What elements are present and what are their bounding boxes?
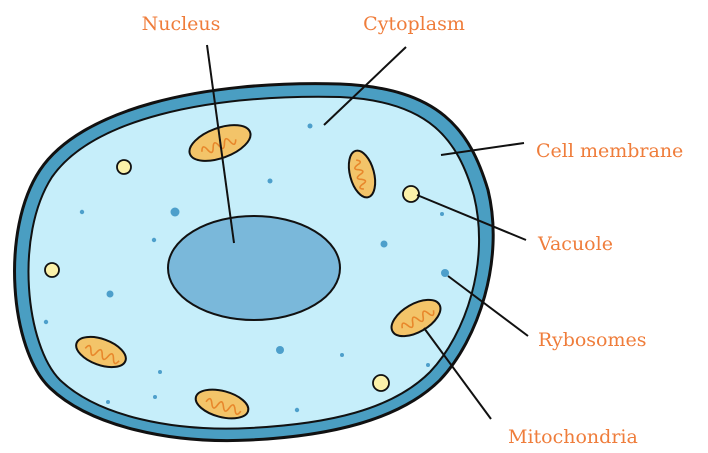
ribosome bbox=[44, 320, 48, 324]
cell-membrane-label: Cell membrane bbox=[536, 140, 683, 162]
ribosome bbox=[441, 269, 449, 277]
vacuole bbox=[117, 160, 131, 174]
ribosome bbox=[276, 346, 284, 354]
ribosome bbox=[308, 124, 313, 129]
ribosome bbox=[80, 210, 84, 214]
vacuole bbox=[373, 375, 389, 391]
ribosome bbox=[158, 370, 162, 374]
ribosome bbox=[381, 241, 388, 248]
ribosome bbox=[340, 353, 344, 357]
ribosome bbox=[268, 179, 273, 184]
vacuole bbox=[45, 263, 59, 277]
ribosome bbox=[153, 395, 157, 399]
ribosome bbox=[152, 238, 156, 242]
ribosome bbox=[107, 291, 114, 298]
nucleus bbox=[168, 216, 340, 320]
ribosomes-label: Rybosomes bbox=[538, 329, 647, 351]
ribosome bbox=[295, 408, 299, 412]
cytoplasm-label: Cytoplasm bbox=[363, 13, 465, 35]
vacuole bbox=[403, 186, 419, 202]
ribosome bbox=[440, 212, 444, 216]
ribosome bbox=[426, 363, 430, 367]
ribosome bbox=[171, 208, 180, 217]
mitochondria-label: Mitochondria bbox=[508, 426, 638, 448]
ribosome bbox=[106, 400, 110, 404]
vacuole-label: Vacuole bbox=[537, 233, 613, 255]
nucleus-label: Nucleus bbox=[142, 13, 221, 35]
